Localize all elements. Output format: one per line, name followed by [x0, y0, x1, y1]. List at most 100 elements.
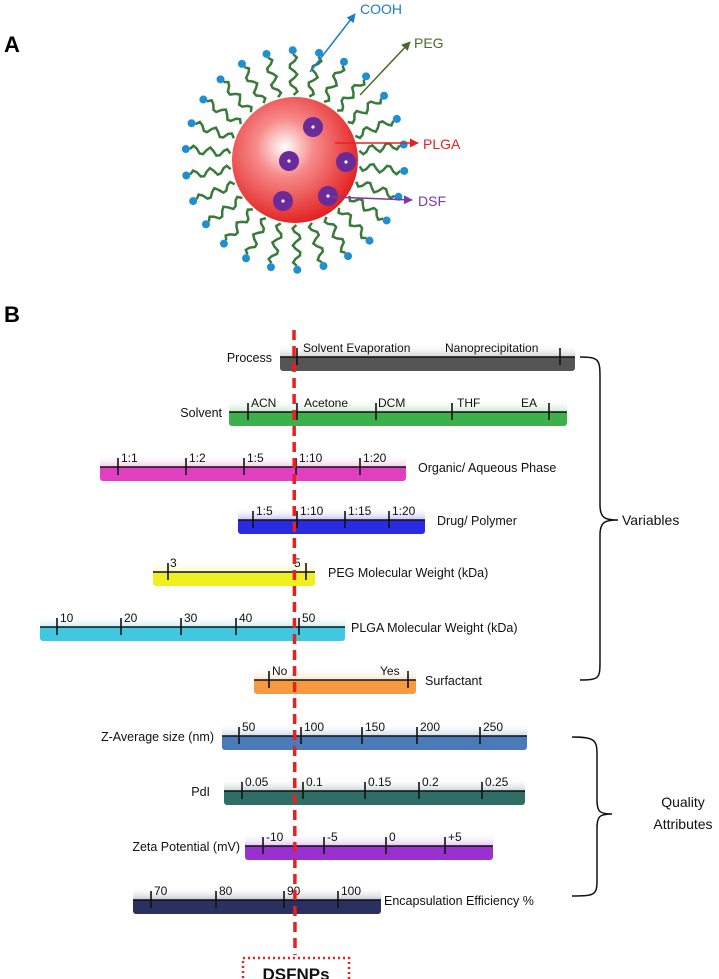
- cooh-bead: [382, 216, 391, 225]
- cooh-bead: [362, 72, 371, 81]
- peg-chain: [354, 120, 395, 140]
- scale-label: Process: [227, 351, 272, 365]
- peg-chain: [267, 222, 283, 264]
- cooh-bead: [399, 140, 408, 149]
- drug-highlight: [311, 125, 315, 129]
- dsfnps-box: [241, 956, 351, 979]
- cooh-bead: [181, 145, 190, 154]
- tick-label: Nanoprecipitation: [445, 341, 538, 355]
- peg-chain: [358, 142, 401, 156]
- cooh-bead: [242, 254, 251, 263]
- tick-label: 1:1: [121, 451, 138, 465]
- dsf-label: DSF: [418, 193, 446, 209]
- tick-label: 150: [365, 720, 385, 734]
- tick-label: 200: [420, 720, 440, 734]
- plga-label: PLGA: [423, 136, 461, 152]
- peg-chain: [223, 80, 253, 113]
- tick-label: 1:5: [256, 504, 273, 518]
- tick-label: 1:20: [363, 451, 387, 465]
- cooh-bead: [319, 262, 328, 271]
- tick-label: Yes: [380, 664, 400, 678]
- peg-chain: [291, 224, 302, 267]
- cooh-bead: [293, 265, 302, 274]
- tick-label: -5: [327, 830, 338, 844]
- quality-label-line2: Attributes: [653, 816, 712, 832]
- tick-label: THF: [457, 396, 480, 410]
- peg-chain: [307, 56, 323, 98]
- cooh-bead: [315, 48, 324, 57]
- scale-label: Surfactant: [425, 674, 483, 688]
- panel-b-label: B: [4, 302, 20, 327]
- scale-label: PEG Molecular Weight (kDa): [328, 566, 488, 580]
- dsf-arrow: [331, 195, 413, 205]
- cooh-bead: [339, 57, 348, 66]
- tick-label: 0.25: [485, 775, 509, 789]
- peg-chain: [207, 195, 243, 222]
- panel-a-label: A: [4, 32, 20, 57]
- tick-label: 100: [304, 720, 324, 734]
- tick-label: 1:20: [392, 504, 416, 518]
- tick-label: 100: [341, 884, 361, 898]
- cooh-bead: [288, 46, 297, 55]
- peg-label: PEG: [414, 35, 444, 51]
- drug-highlight: [326, 194, 330, 198]
- tick-label: 40: [239, 611, 253, 625]
- tick-label: 70: [154, 884, 168, 898]
- tick-label: 5: [294, 556, 301, 570]
- peg-chain: [323, 65, 346, 104]
- peg-chain: [244, 216, 267, 255]
- tick-label: 10: [60, 611, 74, 625]
- cooh-bead: [237, 59, 246, 68]
- tick-label: 0.15: [368, 775, 392, 789]
- tick-label: 50: [302, 611, 316, 625]
- peg-chain: [337, 207, 367, 240]
- tick-label: 20: [124, 611, 138, 625]
- tick-label: -10: [266, 830, 284, 844]
- tick-label: 0: [389, 830, 396, 844]
- quality-label-line1: Quality: [661, 794, 705, 810]
- scale-label: PLGA Molecular Weight (kDa): [351, 621, 518, 635]
- variables-bracket: [579, 356, 619, 681]
- tick-label: ACN: [251, 396, 276, 410]
- tick-label: No: [272, 664, 288, 678]
- cooh-bead: [199, 95, 208, 104]
- tick-label: 1:2: [189, 451, 206, 465]
- tick-label: EA: [521, 396, 537, 410]
- scale-label: Organic/ Aqueous Phase: [418, 461, 556, 475]
- scale-label: Drug/ Polymer: [437, 514, 517, 528]
- peg-chain: [348, 195, 384, 222]
- tick-label: 3: [170, 556, 177, 570]
- peg-chain: [194, 120, 235, 139]
- dsfnps-label: DSFNPs: [262, 965, 329, 979]
- tick-label: 1:5: [247, 451, 264, 465]
- optimal-formulation-line: [292, 329, 297, 956]
- cooh-bead: [266, 263, 275, 272]
- tick-label: 30: [184, 611, 198, 625]
- peg-chain: [195, 180, 236, 200]
- drug-highlight: [344, 160, 348, 164]
- peg-chain: [206, 98, 242, 125]
- scale-label: Solvent: [180, 406, 222, 420]
- cooh-bead: [187, 119, 196, 128]
- peg-chain: [188, 144, 232, 158]
- tick-label: +5: [448, 830, 462, 844]
- tick-label: DCM: [378, 396, 405, 410]
- tick-label: 0.2: [422, 775, 439, 789]
- tick-label: 1:15: [348, 504, 372, 518]
- tick-label: 0.05: [245, 775, 269, 789]
- scale-label: Z-Average size (nm): [101, 730, 214, 744]
- cooh-bead: [182, 171, 191, 180]
- cooh-bead: [400, 166, 409, 175]
- peg-chain: [288, 53, 299, 96]
- peg-chain: [307, 222, 325, 264]
